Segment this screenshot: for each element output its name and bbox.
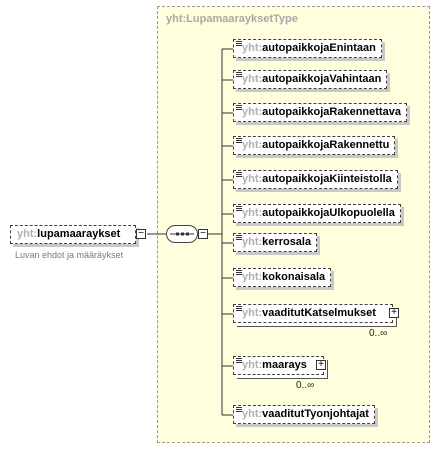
element-name: autopaikkojaRakennettava xyxy=(262,106,401,118)
element-kokonaisala[interactable]: yht:kokonaisala xyxy=(233,268,332,287)
element-prefix: yht: xyxy=(242,73,263,85)
element-maarays[interactable]: yht:maarays xyxy=(233,356,324,375)
element-prefix: yht: xyxy=(242,173,263,185)
element-prefix: yht: xyxy=(242,106,263,118)
expand-icon[interactable]: + xyxy=(316,360,326,370)
element-vaaditutTyonjohtajat[interactable]: yht:vaaditutTyonjohtajat xyxy=(233,405,375,424)
element-autopaikkojaRakennettava[interactable]: yht:autopaikkojaRakennettava xyxy=(233,103,407,122)
element-prefix: yht: xyxy=(242,359,263,371)
type-title: yht:LupamaarayksetType xyxy=(166,13,298,25)
element-name: autopaikkojaRakennettu xyxy=(262,139,390,151)
element-prefix: yht: xyxy=(242,271,263,283)
element-marker-icon xyxy=(236,41,242,46)
element-name: vaaditutTyonjohtajat xyxy=(262,408,369,420)
element-name: vaaditutKatselmukset xyxy=(262,307,376,319)
root-name: lupamaaraykset xyxy=(37,228,121,240)
element-name: autopaikkojaEnintaan xyxy=(262,42,376,54)
element-prefix: yht: xyxy=(242,207,263,219)
element-kerrosala[interactable]: yht:kerrosala xyxy=(233,233,318,252)
element-marker-icon xyxy=(236,270,242,275)
cardinality-label: 0..∞ xyxy=(296,380,315,391)
element-name: kerrosala xyxy=(262,236,312,248)
element-name: maarays xyxy=(262,359,307,371)
element-marker-icon xyxy=(236,235,242,240)
element-autopaikkojaUlkopuolella[interactable]: yht:autopaikkojaUlkopuolella xyxy=(233,204,401,223)
cardinality-label: 0..∞ xyxy=(369,328,388,339)
sequence-collapse-icon[interactable]: − xyxy=(198,229,208,239)
element-marker-icon xyxy=(236,407,242,412)
root-element-lupamaaraykset[interactable]: yht:lupamaaraykset xyxy=(10,225,136,244)
collapse-toggle-icon[interactable]: − xyxy=(136,229,146,239)
element-marker-icon xyxy=(236,306,242,311)
element-marker-icon xyxy=(236,206,242,211)
element-marker-icon xyxy=(236,358,242,363)
root-documentation: Luvan ehdot ja määräykset xyxy=(15,250,124,260)
root-prefix: yht: xyxy=(17,228,38,240)
element-marker-icon xyxy=(236,138,242,143)
element-marker-icon xyxy=(236,172,242,177)
element-marker-icon xyxy=(236,72,242,77)
element-marker-icon xyxy=(236,105,242,110)
element-name: kokonaisala xyxy=(262,271,326,283)
element-prefix: yht: xyxy=(242,236,263,248)
expand-icon[interactable]: + xyxy=(389,308,399,318)
element-name: autopaikkojaVahintaan xyxy=(262,73,382,85)
element-autopaikkojaVahintaan[interactable]: yht:autopaikkojaVahintaan xyxy=(233,70,388,89)
element-autopaikkojaRakennettu[interactable]: yht:autopaikkojaRakennettu xyxy=(233,136,396,155)
element-prefix: yht: xyxy=(242,139,263,151)
element-autopaikkojaEnintaan[interactable]: yht:autopaikkojaEnintaan xyxy=(233,39,382,58)
element-autopaikkojaKiinteistolla[interactable]: yht:autopaikkojaKiinteistolla xyxy=(233,170,398,189)
sequence-compositor-icon xyxy=(166,225,198,243)
element-vaaditutKatselmukset[interactable]: yht:vaaditutKatselmukset xyxy=(233,304,393,323)
element-name: autopaikkojaKiinteistolla xyxy=(262,173,392,185)
element-prefix: yht: xyxy=(242,408,263,420)
element-name: autopaikkojaUlkopuolella xyxy=(262,207,395,219)
element-prefix: yht: xyxy=(242,307,263,319)
element-prefix: yht: xyxy=(242,42,263,54)
